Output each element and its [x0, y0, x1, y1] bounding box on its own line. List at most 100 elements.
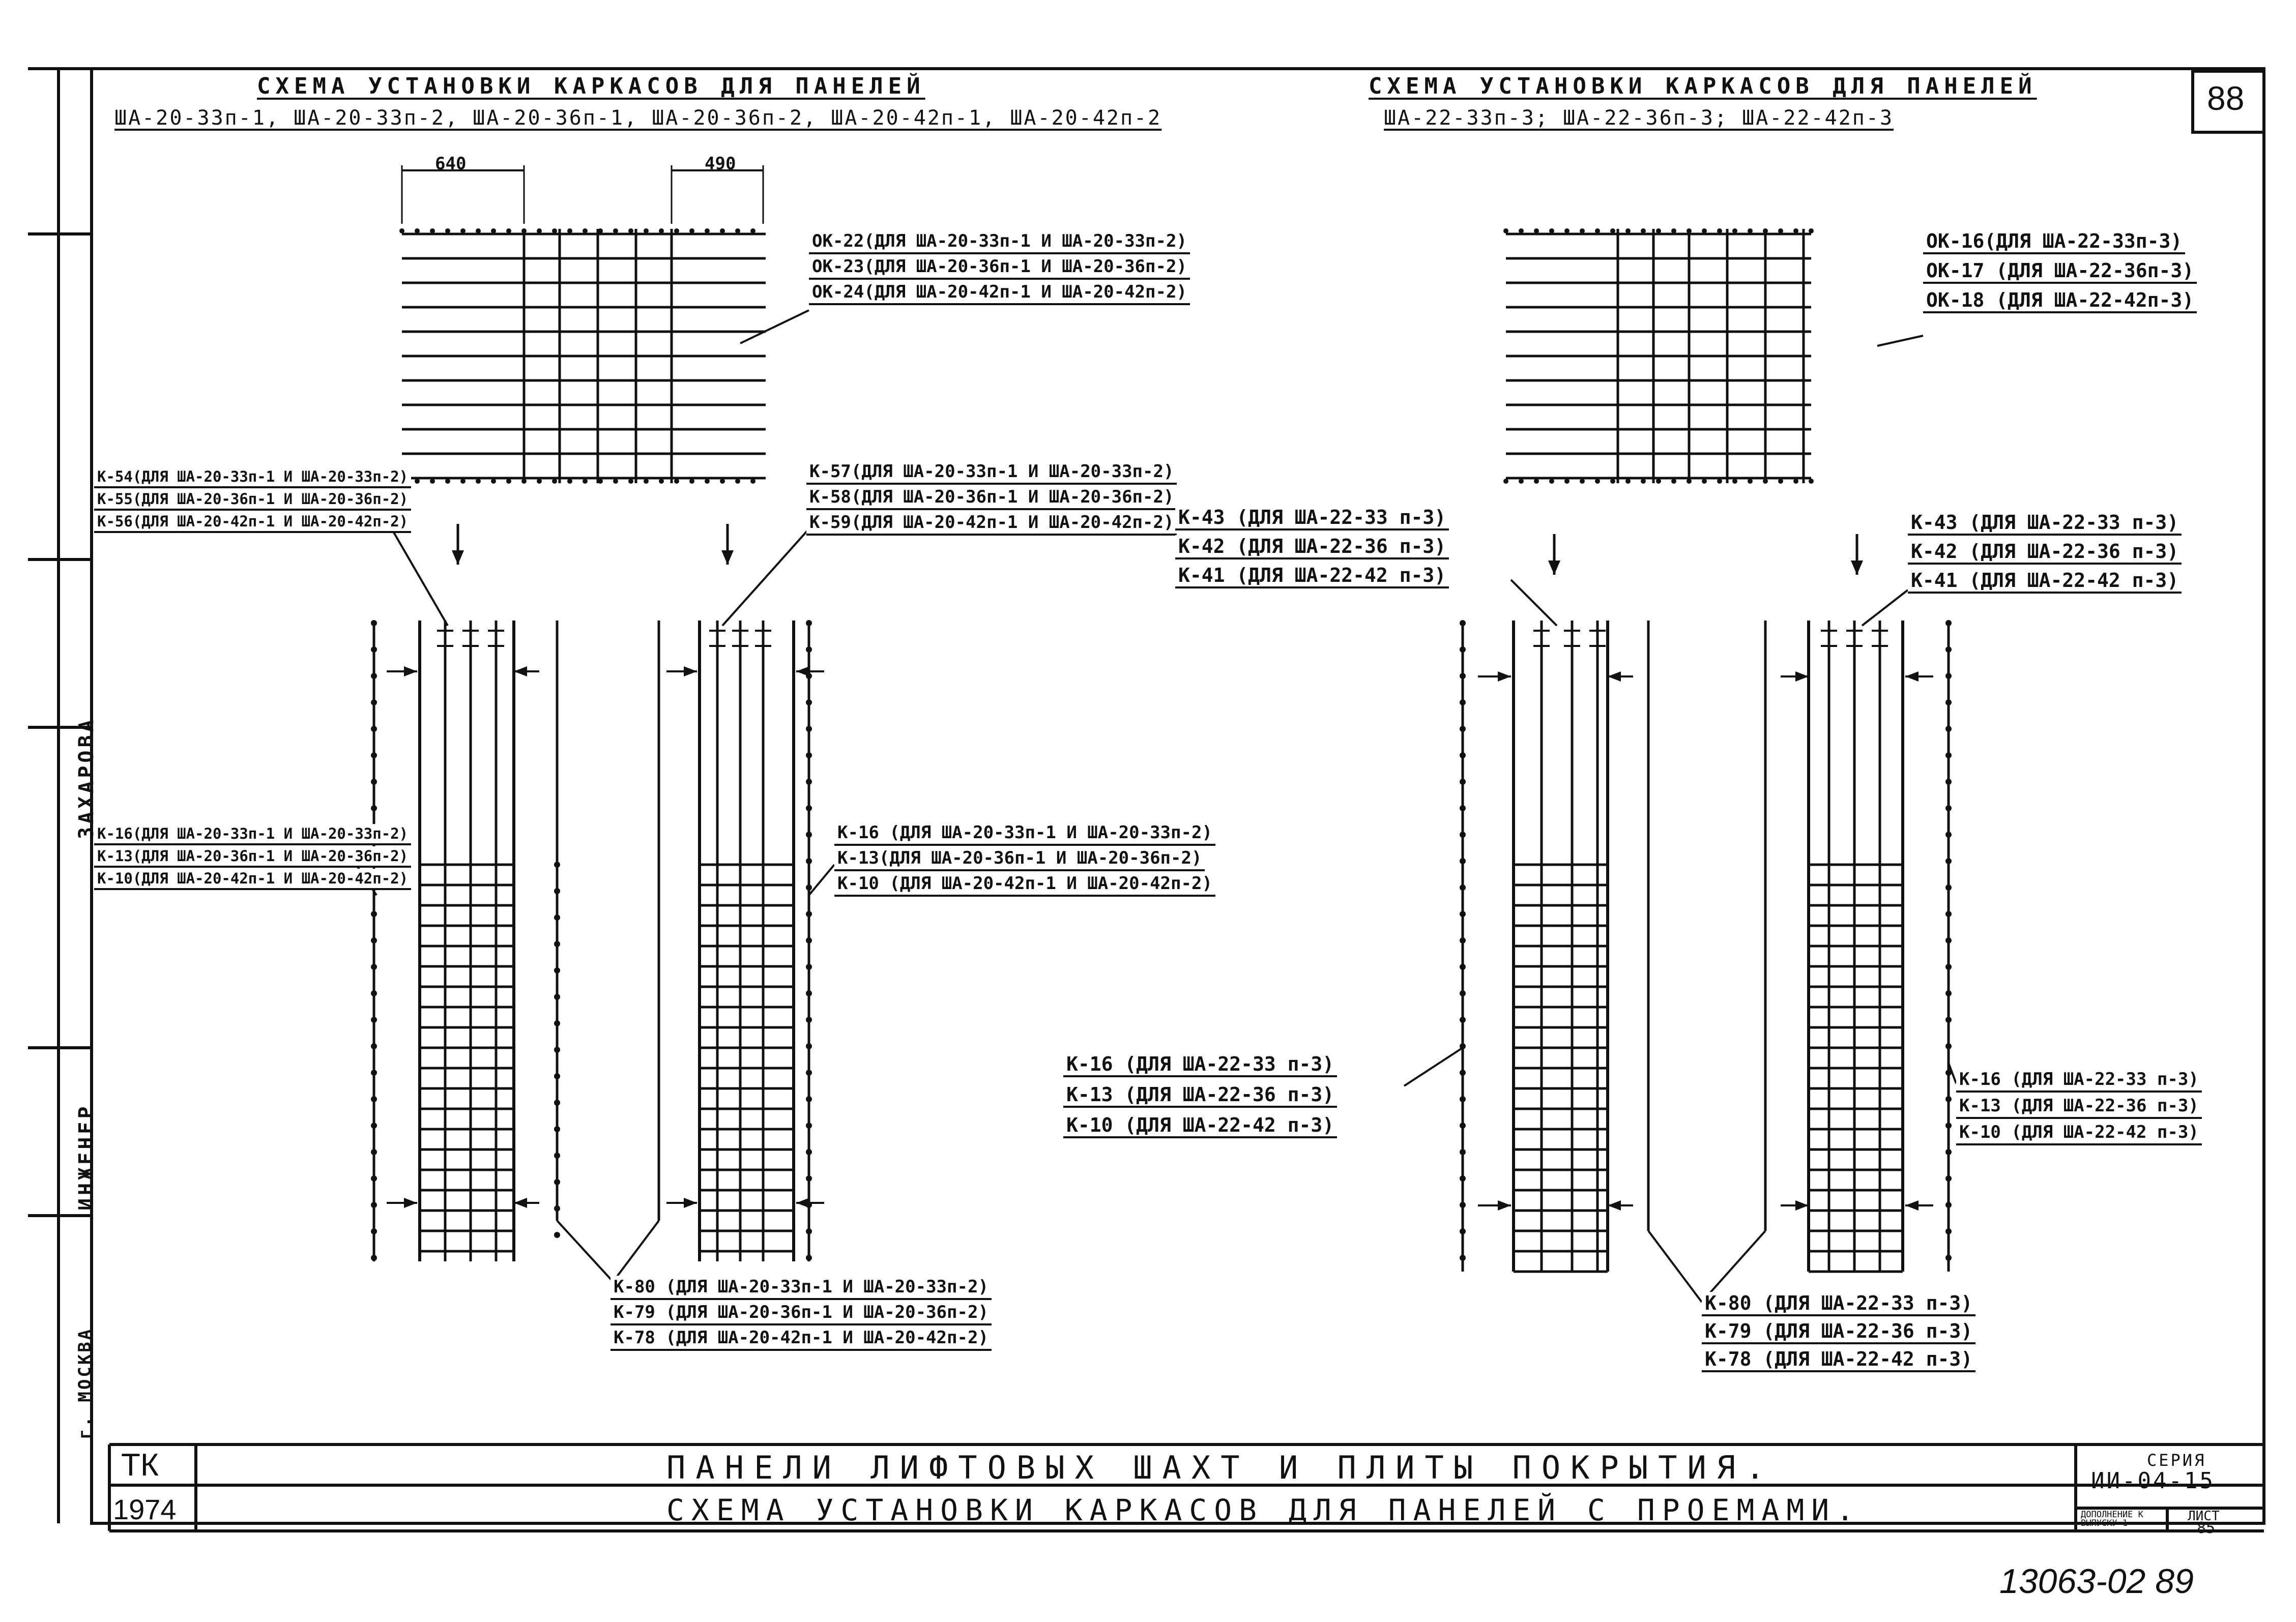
sheet-number: 88	[2207, 79, 2245, 117]
arr-rg-head	[1795, 1200, 1809, 1211]
mesh-left-dots-top	[750, 228, 755, 233]
mesh-left-dots-bottom	[415, 479, 420, 484]
arrow-l2-head	[721, 550, 734, 565]
label-k13-r-right: К-13 (ДЛЯ ША-22-36 п-3)	[1956, 1095, 2202, 1119]
mesh-right-dots-bottom	[1549, 479, 1554, 484]
mesh-right-dots-top	[1595, 228, 1600, 233]
arr-rh-head	[1905, 1200, 1919, 1211]
mesh-left-dots-top	[521, 228, 527, 233]
label-ok24: ОК-24(ДЛЯ ША-20-42п-1 И ША-20-42п-2)	[809, 281, 1190, 305]
label-k80-left: К-80 (ДЛЯ ША-20-33п-1 И ША-20-33п-2)	[611, 1276, 992, 1300]
mesh-left-dots-top	[552, 228, 557, 233]
side-role: ИНЖЕНЕР	[75, 1103, 98, 1211]
mesh-right-dots-top	[1503, 228, 1508, 233]
arrow-l1-head	[452, 550, 464, 565]
arr-f-head	[514, 1198, 527, 1208]
mesh-left-dots-bottom	[613, 479, 618, 484]
leader-k43	[1510, 579, 1558, 627]
label-k16-r-left: К-16 (ДЛЯ ША-22-33 п-3)	[1063, 1053, 1338, 1077]
mesh-right-dots-top	[1717, 228, 1722, 233]
label-k10-left: К-10(ДЛЯ ША-20-42п-1 И ША-20-42п-2)	[94, 869, 412, 890]
leader-k16rr	[1948, 1063, 1957, 1084]
leader-k43r	[1861, 589, 1909, 627]
archive-number: 13063-02 89	[1999, 1562, 2194, 1601]
arrow-r2-head	[1851, 561, 1863, 575]
label-k58: К-58(ДЛЯ ША-20-36п-1 И ША-20-36п-2)	[806, 486, 1177, 510]
mesh-left-dots-top	[415, 228, 420, 233]
arr-h-head	[796, 1198, 809, 1208]
label-k16-left: К-16(ДЛЯ ША-20-33п-1 И ША-20-33п-2)	[94, 824, 412, 845]
mesh-left-dots-top	[583, 228, 588, 233]
mesh-right-dots-bottom	[1671, 479, 1676, 484]
leader-k54	[391, 528, 449, 627]
mesh-left-dots-top	[445, 228, 450, 233]
mesh-left-dots-top	[644, 228, 649, 233]
mesh-right-dots-top	[1519, 228, 1524, 233]
mesh-right-dots-bottom	[1687, 479, 1692, 484]
leader-k80-r	[1647, 1230, 1703, 1303]
mesh-right-dots-bottom	[1641, 479, 1646, 484]
mesh-left-dots-bottom	[521, 479, 527, 484]
leader-ok16	[1877, 335, 1924, 347]
mesh-left-dots-top	[399, 228, 404, 233]
label-k13-right: К-13(ДЛЯ ША-20-36п-1 И ША-20-36п-2)	[834, 847, 1205, 871]
mesh-left-dots-bottom	[460, 479, 466, 484]
label-k10-right: К-10 (ДЛЯ ША-20-42п-1 И ША-20-42п-2)	[834, 872, 1215, 897]
arr-rc-head	[1795, 671, 1809, 682]
mesh-right-dots-top	[1564, 228, 1570, 233]
label-k78-right: К-78 (ДЛЯ ША-22-42 п-3)	[1702, 1348, 1976, 1372]
left-scheme-title: СХЕМА УСТАНОВКИ КАРКАСОВ ДЛЯ ПАНЕЛЕЙ	[257, 73, 925, 99]
label-k41-left: К-41 (ДЛЯ ША-22-42 п-3)	[1175, 564, 1449, 588]
label-ok16: ОК-16(ДЛЯ ША-22-33п-3)	[1923, 230, 2186, 254]
label-ok22: ОК-22(ДЛЯ ША-20-33п-1 И ША-20-33п-2)	[809, 230, 1190, 254]
label-k16-right: К-16 (ДЛЯ ША-20-33п-1 И ША-20-33п-2)	[834, 821, 1215, 846]
mesh-right-dots-top	[1610, 228, 1615, 233]
mesh-left-dots-bottom	[552, 479, 557, 484]
arr-re-head	[1498, 1200, 1511, 1211]
label-k79-left: К-79 (ДЛЯ ША-20-36п-1 И ША-20-36п-2)	[611, 1301, 992, 1325]
arrow-r1-head	[1548, 561, 1560, 575]
mesh-right-dots-bottom	[1595, 479, 1600, 484]
mesh-left-dots-top	[430, 228, 435, 233]
mesh-right-dots-bottom	[1793, 479, 1798, 484]
label-k55: К-55(ДЛЯ ША-20-36п-1 И ША-20-36п-2)	[94, 489, 412, 511]
mesh-left-dots-bottom	[644, 479, 649, 484]
label-k43-right: К-43 (ДЛЯ ША-22-33 п-3)	[1908, 511, 2182, 536]
mesh-right-dots-top	[1778, 228, 1783, 233]
mesh-right-dots-top	[1656, 228, 1661, 233]
mesh-right-dots-top	[1671, 228, 1676, 233]
side-name: ЗАХАРОВА	[75, 717, 98, 839]
mesh-right-dots-top	[1809, 228, 1814, 233]
mesh-right-dots-bottom	[1809, 479, 1814, 484]
label-ok18: ОК-18 (ДЛЯ ША-22-42п-3)	[1923, 289, 2197, 313]
label-k13-left: К-13(ДЛЯ ША-20-36п-1 И ША-20-36п-2)	[94, 846, 412, 868]
series-label: СЕРИЯ	[2147, 1451, 2206, 1470]
arr-b-head	[514, 666, 527, 676]
mesh-left-dots-top	[735, 228, 740, 233]
mesh-right-dots-top	[1702, 228, 1707, 233]
mesh-right-dots-bottom	[1732, 479, 1737, 484]
arr-rd-head	[1905, 671, 1919, 682]
leader-k16rl	[1403, 1047, 1464, 1087]
dimension-640: 640	[435, 154, 467, 174]
mesh-right-dots-top	[1549, 228, 1554, 233]
arr-e-head	[404, 1198, 417, 1208]
mesh-left-dots-top	[720, 228, 725, 233]
leader-k57	[721, 528, 810, 627]
label-k10-r-right: К-10 (ДЛЯ ША-22-42 п-3)	[1956, 1121, 2202, 1145]
outer-border	[90, 67, 2265, 1525]
mesh-left-dots-top	[705, 228, 710, 233]
dimension-490: 490	[705, 154, 736, 174]
leader-k80b	[612, 1220, 660, 1283]
label-k13-r-left: К-13 (ДЛЯ ША-22-36 п-3)	[1063, 1083, 1338, 1108]
mesh-left-dots-top	[537, 228, 542, 233]
mesh-right-dots-top	[1793, 228, 1798, 233]
label-k43-left: К-43 (ДЛЯ ША-22-33 п-3)	[1175, 506, 1449, 530]
mesh-left-dots-top	[567, 228, 572, 233]
label-k56: К-56(ДЛЯ ША-20-42п-1 И ША-20-42п-2)	[94, 512, 412, 533]
leader-k16r	[808, 864, 835, 896]
mesh-left-dots-top	[659, 228, 664, 233]
mesh-right-dots-top	[1641, 228, 1646, 233]
left-scheme-subtitle: ША-20-33п-1, ША-20-33п-2, ША-20-36п-1, Ш…	[114, 106, 1162, 130]
